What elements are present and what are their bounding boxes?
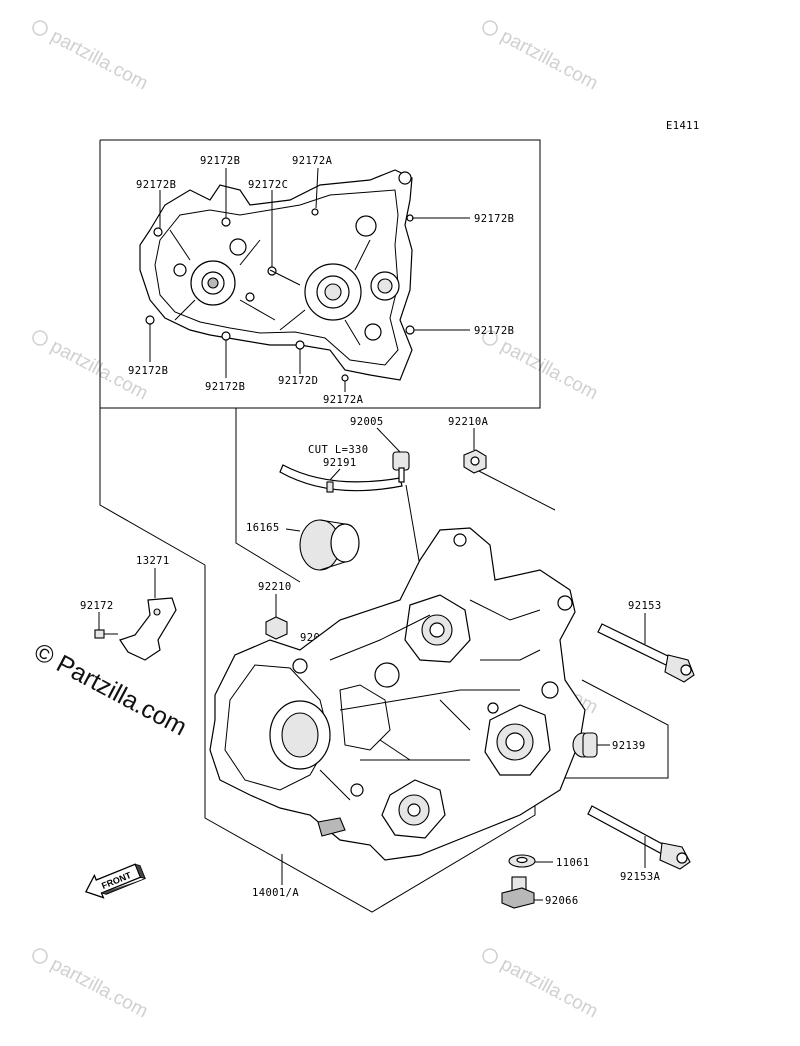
bracket-13271 <box>119 597 177 661</box>
part-label-92172b: 92172B <box>200 155 240 167</box>
mid-leaders <box>285 427 475 532</box>
watermark-text: partzilla.com <box>497 336 601 405</box>
nut-92210a <box>463 449 487 474</box>
part-label-11061: 11061 <box>556 857 590 869</box>
watermark-text: partzilla.com <box>497 26 601 95</box>
part-label-92172c: 92172C <box>248 179 288 191</box>
right-leaders <box>281 613 646 901</box>
part-label-92172d: 92172D <box>278 375 318 387</box>
bolt-92066 <box>501 876 535 909</box>
gasket-leaders <box>149 167 470 392</box>
part-label-92172b: 92172B <box>474 213 514 225</box>
bolt-92153 <box>597 623 695 683</box>
part-label-92005: 92005 <box>350 416 384 428</box>
part-label-92191: 92191 <box>323 457 357 469</box>
part-label-92172a: 92172A <box>323 394 364 406</box>
part-label-92172: 92172 <box>80 600 114 612</box>
oil-seal-16165 <box>299 519 360 571</box>
part-label-92172b: 92172B <box>205 381 245 393</box>
part-label-92153a: 92153A <box>620 871 661 883</box>
part-label-16165: 16165 <box>246 522 280 534</box>
part-label-92210a: 92210A <box>448 416 489 428</box>
part-label-cut: CUT L=330 <box>308 444 369 456</box>
part-label-92172a: 92172A <box>292 155 333 167</box>
watermark-text: partzilla.com <box>47 954 151 1023</box>
washer-11061 <box>508 854 536 868</box>
watermark-main: © Partzilla.com <box>29 638 191 742</box>
front-arrow-icon: FRONT <box>84 863 146 899</box>
breather-hose <box>279 464 403 493</box>
part-label-13271: 13271 <box>136 555 170 567</box>
part-label-14001a: 14001/A <box>252 887 299 899</box>
diagram-code: E1411 <box>666 120 700 132</box>
crankcase-gasket <box>139 169 415 382</box>
part-label-92172b: 92172B <box>136 179 176 191</box>
breather-fitting-92005 <box>392 451 423 579</box>
part-label-92172b: 92172B <box>128 365 168 377</box>
bolt-92172 <box>94 629 118 639</box>
nut-92210 <box>265 616 288 640</box>
part-label-92066: 92066 <box>545 895 579 907</box>
watermark-text: partzilla.com <box>497 954 601 1023</box>
frame-lines <box>99 139 669 913</box>
part-label-92172b: 92172B <box>474 325 514 337</box>
part-label-92139: 92139 <box>612 740 646 752</box>
crankcase-14001a <box>209 527 586 861</box>
plug-92139 <box>572 732 598 758</box>
watermark-text: partzilla.com <box>47 26 151 95</box>
part-label-92210: 92210 <box>258 581 292 593</box>
part-label-92153: 92153 <box>628 600 662 612</box>
bolt-92153a <box>587 805 691 870</box>
